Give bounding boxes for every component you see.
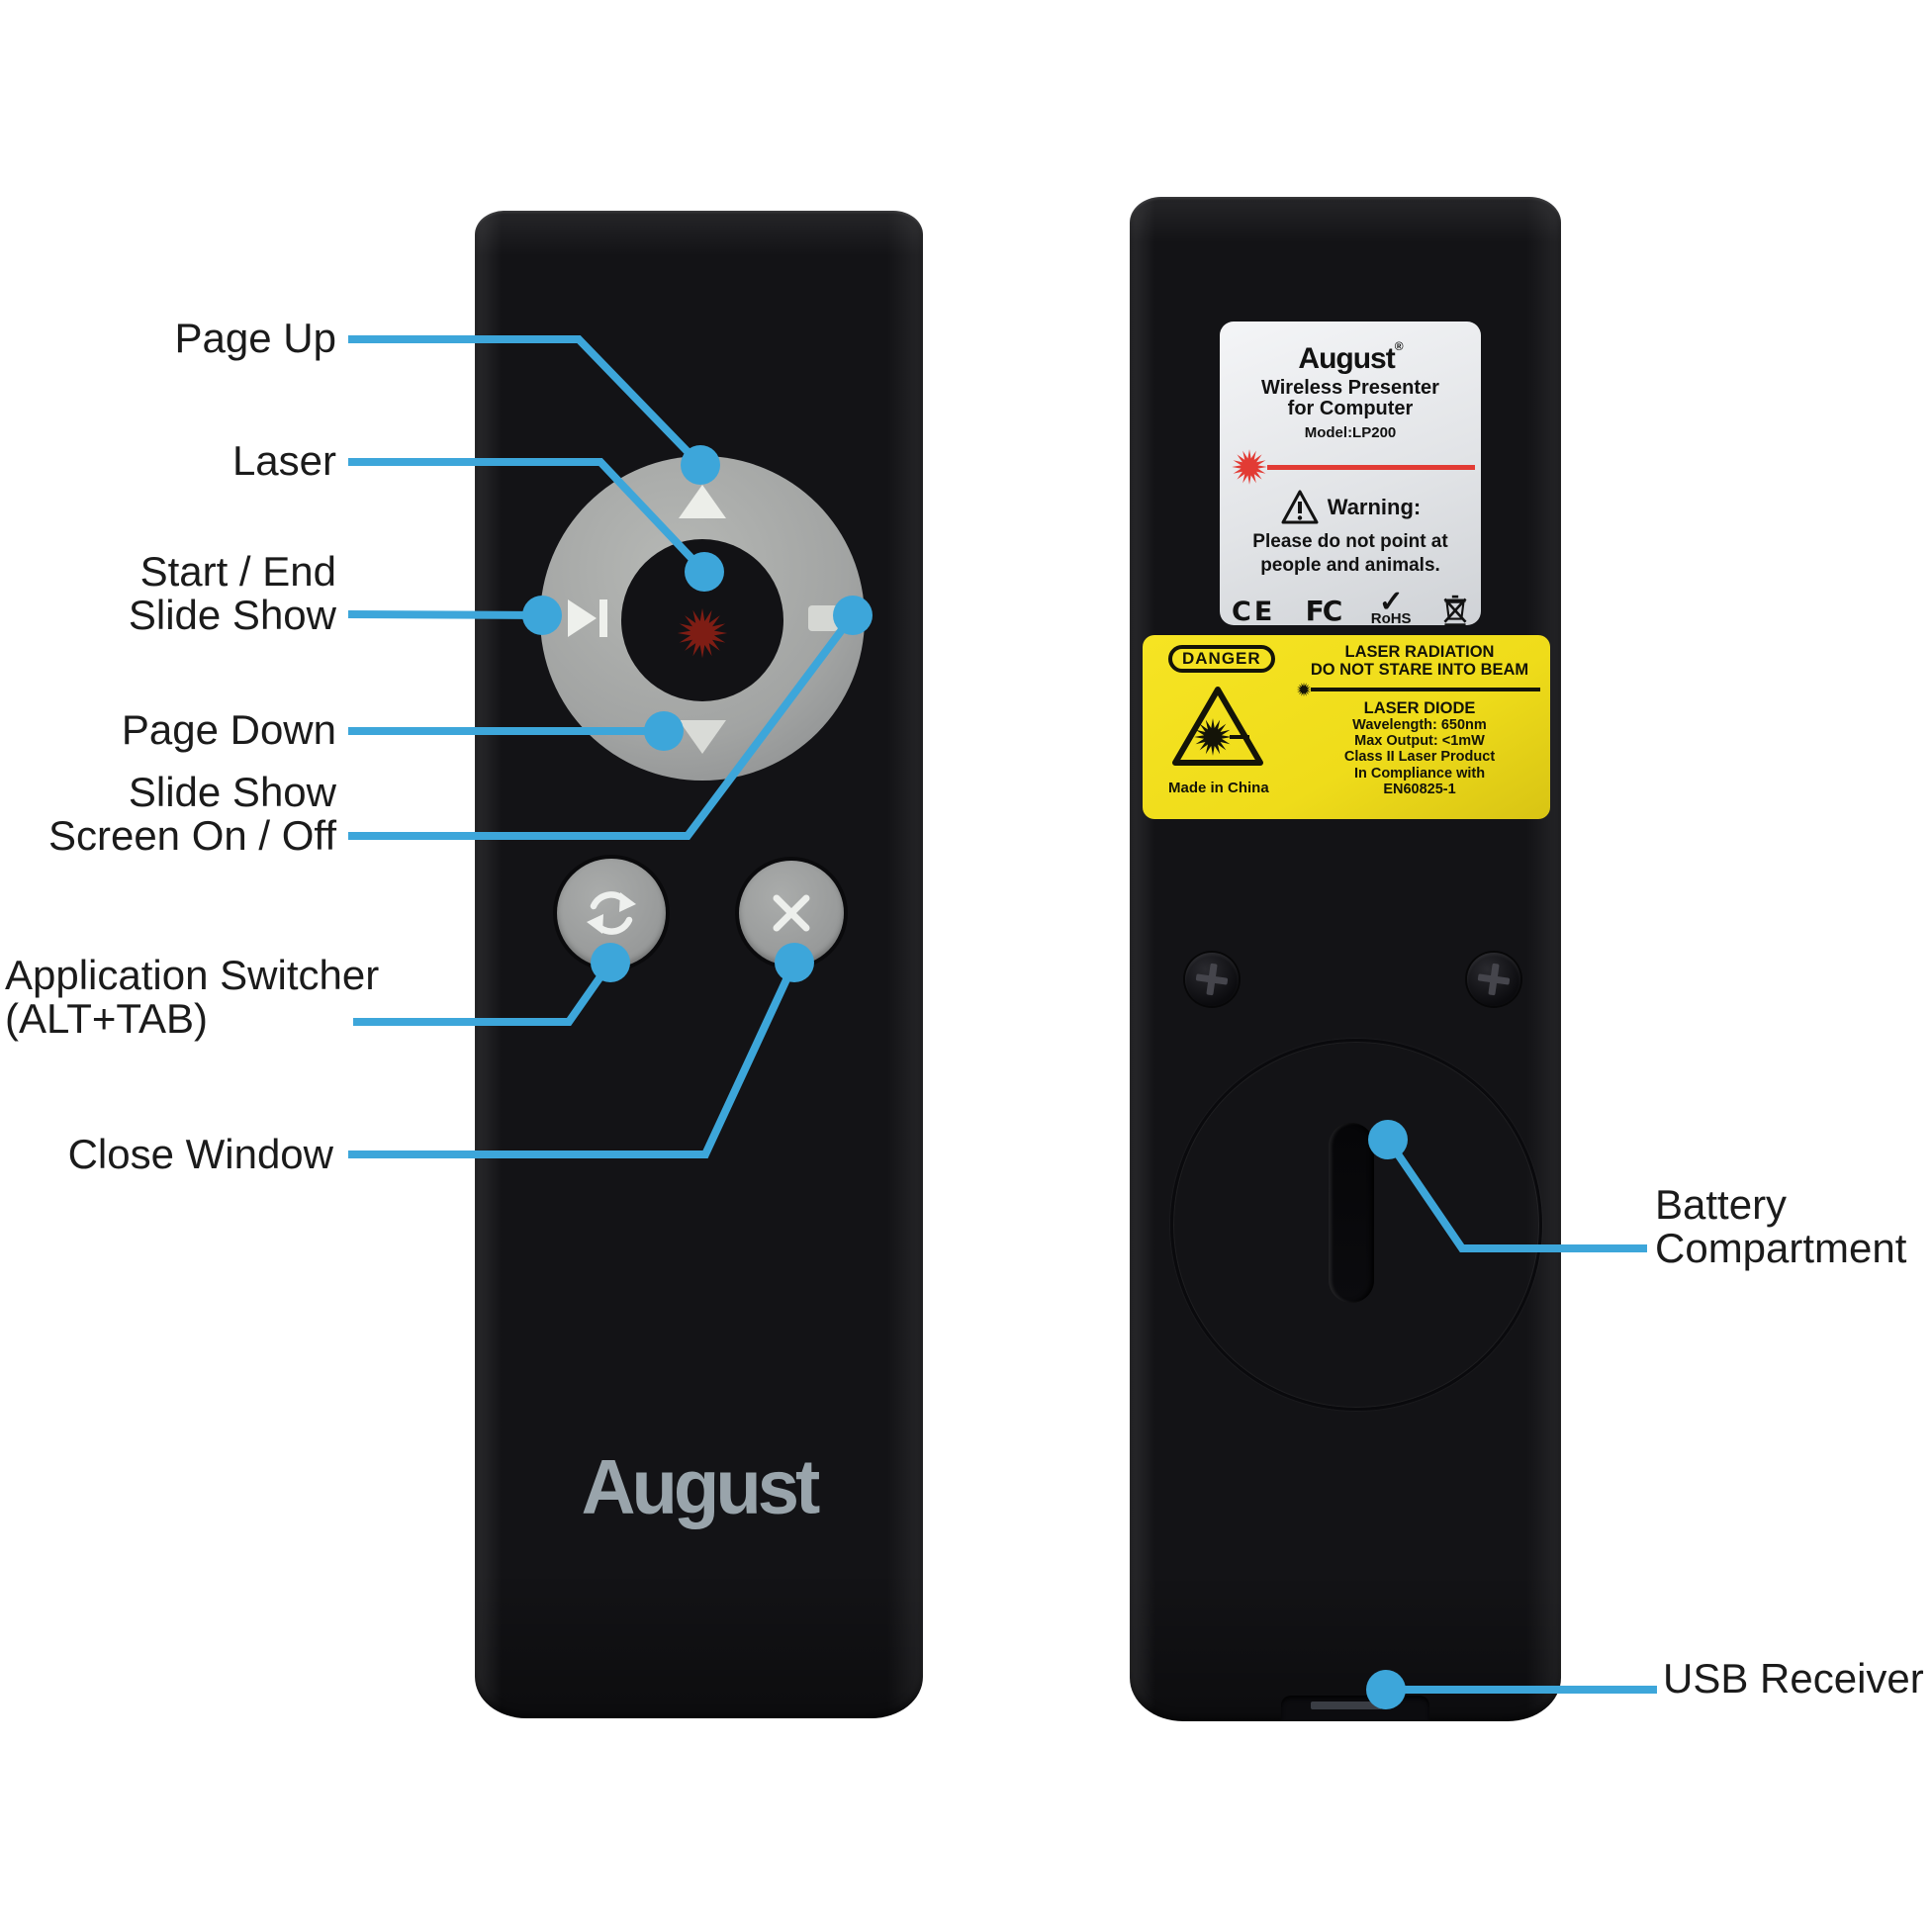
x-icon bbox=[773, 894, 810, 932]
spec-compliance: In Compliance with bbox=[1353, 765, 1486, 782]
do-not-stare-line: DO NOT STARE INTO BEAM bbox=[1310, 661, 1529, 679]
spec-wavelength: Wavelength: 650nm bbox=[1352, 717, 1487, 733]
warning-triangle-icon bbox=[1281, 490, 1319, 524]
label-close-window: Close Window bbox=[67, 1131, 333, 1177]
back-remote-body: August® Wireless Presenter for Computer … bbox=[1130, 197, 1561, 1721]
august-logo: August bbox=[581, 1444, 821, 1530]
spec-standard: EN60825-1 bbox=[1383, 781, 1456, 797]
label-slideshow-screen: Slide Show Screen On / Off bbox=[47, 769, 336, 859]
laser-burst-icon bbox=[677, 607, 728, 659]
front-remote-body: August bbox=[475, 211, 923, 1718]
rohs-mark: ✓ RoHS bbox=[1370, 586, 1412, 627]
warning-body: Please do not point at people and animal… bbox=[1252, 531, 1448, 576]
danger-badge: DANGER bbox=[1168, 645, 1275, 673]
sticker-model: Model:LP200 bbox=[1304, 424, 1397, 441]
label-page-down: Page Down bbox=[121, 706, 336, 753]
close-window-button bbox=[739, 861, 844, 966]
label-page-up: Page Up bbox=[174, 315, 336, 361]
label-usb-receiver: USB Receiver bbox=[1663, 1655, 1924, 1702]
label-application-switcher: Application Switcher (ALT+TAB) bbox=[5, 952, 380, 1042]
label-battery-compartment: Battery Compartment bbox=[1655, 1181, 1907, 1271]
sticker-title: Wireless Presenter for Computer bbox=[1261, 377, 1439, 419]
laser-beam-graphic bbox=[1228, 445, 1475, 489]
laser-burst-icon bbox=[1232, 449, 1267, 485]
cycle-arrows-icon bbox=[587, 891, 636, 935]
screw-left bbox=[1185, 953, 1239, 1006]
fcc-mark: FC bbox=[1305, 595, 1343, 627]
label-start-end-slideshow: Start / End Slide Show bbox=[128, 548, 336, 638]
warning-title: Warning: bbox=[1327, 495, 1422, 519]
label-laser: Laser bbox=[231, 437, 336, 484]
sticker-brand: August® bbox=[1298, 339, 1403, 375]
spec-class: Class II Laser Product bbox=[1343, 749, 1496, 766]
made-in-china: Made in China bbox=[1168, 780, 1269, 796]
laser-hazard-triangle-icon bbox=[1172, 687, 1263, 766]
weee-crossed-bin-icon bbox=[1443, 595, 1467, 627]
laser-radiation-line: LASER RADIATION bbox=[1344, 643, 1495, 661]
laser-diode-title: LASER DIODE bbox=[1363, 699, 1476, 717]
application-switcher-button bbox=[557, 859, 666, 967]
laser-danger-sticker: DANGER Made in China LASER RADIATION DO … bbox=[1143, 635, 1550, 819]
spec-max-output: Max Output: <1mW bbox=[1354, 733, 1485, 750]
mini-laser-beam-graphic bbox=[1295, 682, 1540, 697]
navigation-pad bbox=[540, 456, 865, 781]
product-info-sticker: August® Wireless Presenter for Computer … bbox=[1220, 322, 1481, 627]
stop-square-icon bbox=[808, 605, 838, 631]
screw-right bbox=[1467, 953, 1520, 1006]
usb-receiver-slot bbox=[1281, 1696, 1429, 1721]
ce-mark: CE bbox=[1232, 597, 1276, 627]
battery-cover-coin-slot bbox=[1329, 1123, 1374, 1303]
